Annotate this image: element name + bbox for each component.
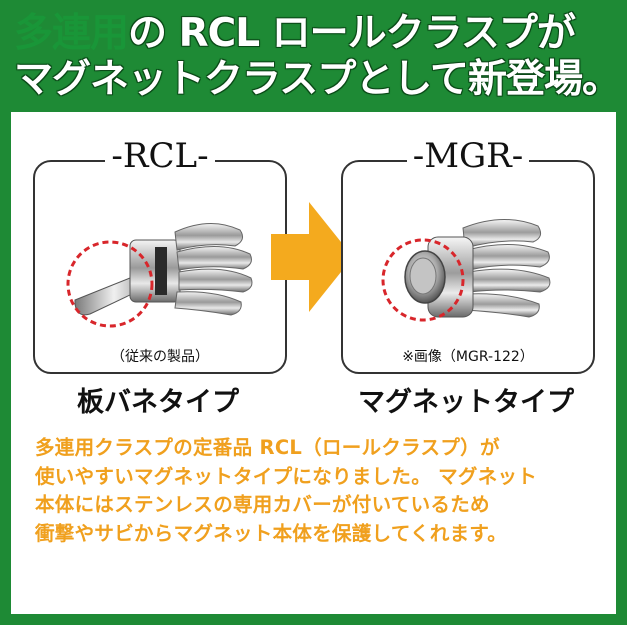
mgr-card-title: -MGR-: [343, 136, 593, 176]
headline-line-2: マグネットクラスプとして新登場。: [14, 57, 621, 102]
description-line: 多連用クラスプの定番品 RCL（ロールクラスプ）が: [35, 436, 500, 459]
headline-line-1: 多連用の RCL ロールクラスプが: [14, 11, 576, 56]
headline-accent: 多連用: [14, 11, 129, 56]
mgr-card: -MGR-: [341, 136, 595, 374]
header-banner: 多連用の RCL ロールクラスプが マグネットクラスプとして新登場。: [0, 0, 627, 112]
content-panel: -RCL-: [11, 112, 616, 614]
description-line: 衝撃やサビからマグネット本体を保護してくれます。: [35, 521, 508, 545]
rcl-card-title: -RCL-: [35, 136, 285, 176]
description-line: 使いやすいマグネットタイプになりました。 マグネット: [35, 464, 538, 488]
magnet-type-label: マグネットタイプ: [358, 387, 574, 418]
rcl-card: -RCL-: [33, 136, 287, 374]
mgr-title-text: -MGR-: [406, 136, 530, 176]
leaf-spring-type-label: 板バネタイプ: [77, 387, 239, 418]
rcl-title-text: -RCL-: [105, 136, 215, 176]
headline-line-1-rest: の RCL ロールクラスプが: [128, 11, 576, 56]
rcl-clasp-image: [66, 222, 253, 328]
mgr-clasp-image: [381, 218, 551, 322]
rcl-card-caption: （従来の製品）: [111, 349, 209, 365]
description-line: 本体にはステンレスの専用カバーが付いているため: [35, 493, 490, 516]
right-arrow-icon: [271, 202, 353, 312]
description-text: 多連用クラスプの定番品 RCL（ロールクラスプ）が 使いやすいマグネットタイプに…: [35, 434, 605, 548]
mgr-card-caption: ※画像（MGR-122）: [402, 349, 534, 365]
